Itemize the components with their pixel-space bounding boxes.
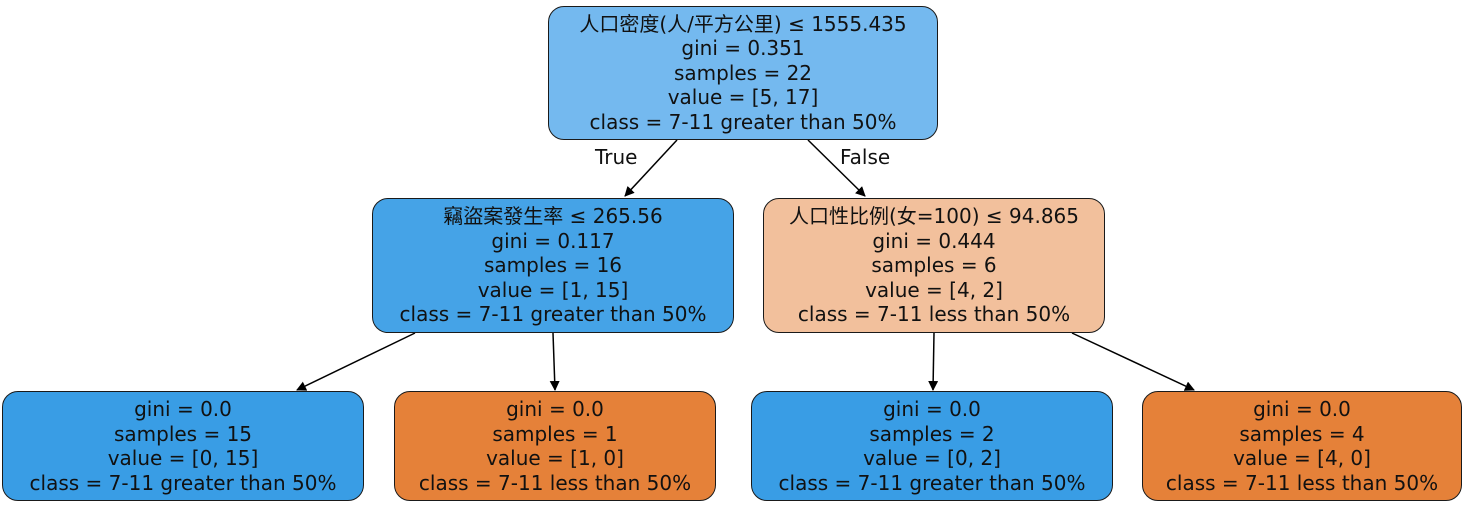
- edge-left-leaf1: [296, 332, 416, 391]
- leaf2-value: value = [1, 0]: [486, 446, 624, 470]
- edge-root-right: [807, 139, 866, 197]
- leaf-node-2: gini = 0.0 samples = 1 value = [1, 0] cl…: [394, 391, 716, 501]
- leaf2-class: class = 7-11 less than 50%: [418, 470, 692, 495]
- root-node: 人口密度(人/平方公里) ≤ 1555.435 gini = 0.351 sam…: [548, 6, 938, 140]
- right-node: 人口性比例(女=100) ≤ 94.865 gini = 0.444 sampl…: [763, 198, 1105, 333]
- root-value: value = [5, 17]: [667, 85, 819, 110]
- leaf-node-3: gini = 0.0 samples = 2 value = [0, 2] cl…: [751, 391, 1113, 501]
- leaf3-samples: samples = 2: [869, 421, 995, 446]
- leaf4-class: class = 7-11 less than 50%: [1165, 470, 1439, 495]
- root-samples: samples = 22: [673, 60, 813, 85]
- leaf1-class: class = 7-11 greater than 50%: [29, 470, 337, 495]
- right-samples: samples = 6: [871, 253, 997, 278]
- edge-right-leaf3: [928, 332, 939, 391]
- right-gini: gini = 0.444: [872, 228, 996, 253]
- leaf3-value: value = [0, 2]: [863, 446, 1001, 470]
- right-value: value = [4, 2]: [865, 277, 1003, 302]
- leaf4-gini: gini = 0.0: [1253, 397, 1351, 421]
- root-class: class = 7-11 greater than 50%: [589, 109, 897, 134]
- left-value: value = [1, 15]: [477, 277, 629, 302]
- left-class: class = 7-11 greater than 50%: [399, 302, 707, 327]
- left-split-condition: 竊盜案發生率 ≤ 265.56: [443, 204, 663, 229]
- leaf2-samples: samples = 1: [492, 421, 618, 446]
- leaf1-samples: samples = 15: [113, 421, 253, 446]
- left-node: 竊盜案發生率 ≤ 265.56 gini = 0.117 samples = 1…: [372, 198, 734, 333]
- leaf3-gini: gini = 0.0: [883, 397, 981, 421]
- leaf4-value: value = [4, 0]: [1233, 446, 1371, 470]
- leaf-node-1: gini = 0.0 samples = 15 value = [0, 15] …: [2, 391, 364, 501]
- leaf2-gini: gini = 0.0: [506, 397, 604, 421]
- leaf4-samples: samples = 4: [1239, 421, 1365, 446]
- leaf-node-4: gini = 0.0 samples = 4 value = [4, 0] cl…: [1142, 391, 1462, 501]
- edge-left-leaf2: [549, 332, 560, 391]
- left-gini: gini = 0.117: [491, 228, 615, 253]
- edge-root-left: [624, 139, 678, 197]
- root-split-condition: 人口密度(人/平方公里) ≤ 1555.435: [579, 11, 907, 36]
- edge-label-false: False: [840, 145, 891, 169]
- leaf3-class: class = 7-11 greater than 50%: [778, 470, 1086, 495]
- leaf1-value: value = [0, 15]: [107, 446, 259, 470]
- right-class: class = 7-11 less than 50%: [797, 302, 1071, 327]
- right-split-condition: 人口性比例(女=100) ≤ 94.865: [789, 204, 1079, 229]
- root-gini: gini = 0.351: [681, 36, 805, 61]
- leaf1-gini: gini = 0.0: [134, 397, 232, 421]
- edge-right-leaf4: [1071, 332, 1195, 391]
- edge-label-true: True: [595, 145, 638, 169]
- left-samples: samples = 16: [483, 253, 623, 278]
